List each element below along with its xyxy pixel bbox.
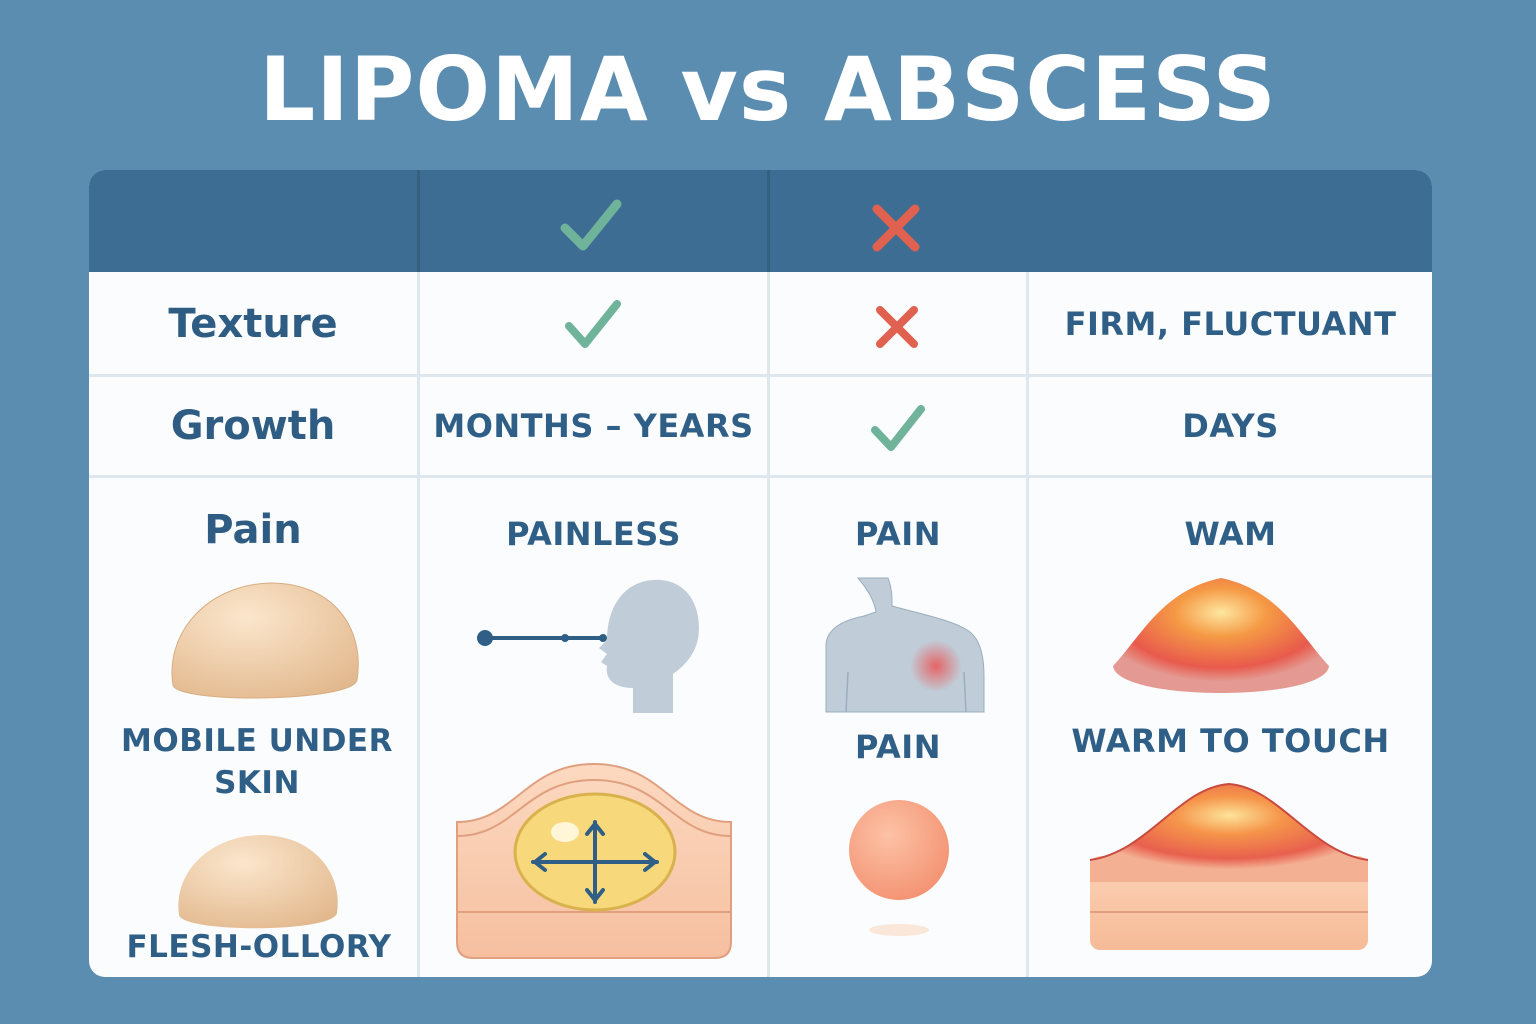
pain-abscess-warm: WAM <box>1184 515 1277 553</box>
row-divider <box>89 475 1432 478</box>
lipoma-cross-section-illustration <box>455 762 733 962</box>
check-icon <box>559 198 623 254</box>
shoulder-pain-icon <box>824 576 986 714</box>
lipoma-lump-illustration <box>165 580 365 705</box>
column-divider <box>417 272 420 977</box>
lipoma-small-lump-illustration <box>175 833 341 935</box>
page-title: LIPOMA vs ABSCESS <box>259 38 1277 141</box>
growth-abscess-value: DAYS <box>1182 407 1279 445</box>
header-divider <box>767 170 770 272</box>
cross-icon <box>874 304 920 350</box>
row-label-growth: Growth <box>170 403 336 449</box>
row-divider <box>89 374 1432 377</box>
row-label-texture: Texture <box>168 301 338 347</box>
abscess-cross-section-illustration <box>1088 782 1370 952</box>
pain-abscess-value: PAIN <box>855 515 941 553</box>
header-divider <box>417 170 420 272</box>
color-label: FLESH-OLLORY <box>126 929 392 965</box>
check-icon <box>563 298 623 352</box>
column-divider <box>1026 272 1029 977</box>
growth-lipoma-value: MONTHS – YEARS <box>433 407 754 445</box>
pain-label-2: PAIN <box>855 728 941 766</box>
warm-label: WARM TO TOUCH <box>1071 722 1390 760</box>
abscess-bump-illustration <box>841 798 961 940</box>
mobile-label: MOBILE UNDER SKIN <box>121 723 393 801</box>
head-profile-icon <box>473 578 713 718</box>
table-header <box>89 170 1432 272</box>
comparison-table: Texture FIRM, FLUCTUANT Growth MONTHS – … <box>89 170 1432 977</box>
column-divider <box>767 272 770 977</box>
check-icon <box>869 403 927 455</box>
pain-lipoma-value: PAINLESS <box>506 515 681 553</box>
inflamed-abscess-illustration <box>1111 574 1331 704</box>
cross-icon <box>871 203 921 253</box>
row-label-pain: Pain <box>204 507 302 553</box>
texture-abscess-value: FIRM, FLUCTUANT <box>1064 305 1397 343</box>
